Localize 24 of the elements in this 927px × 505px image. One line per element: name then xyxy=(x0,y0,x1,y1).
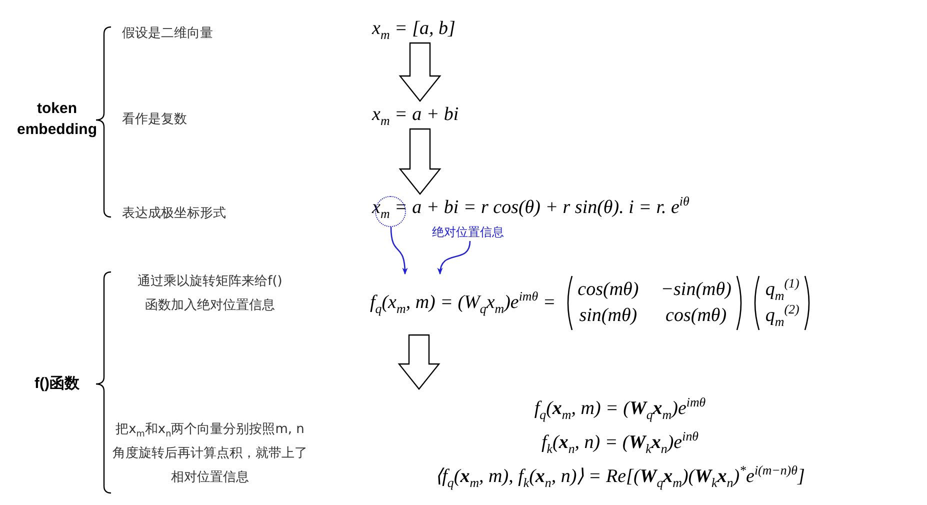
group-label: token embedding xyxy=(16,99,98,140)
arrow xyxy=(390,226,408,275)
matrix-entry: cos(mθ) xyxy=(578,278,639,302)
formula: f$_{k}$(x$_{n}$, n) = (W$_{k}$x$_{n}$)e$^{inθ}$ xyxy=(540,428,700,458)
arrow xyxy=(438,240,471,275)
formula: x$_{m}$ = a + bi = r cos(θ) + r sin(θ). i = r. e$^{iθ}$ xyxy=(372,197,690,219)
matrix-entry: sin(mθ) xyxy=(578,304,638,328)
matrix-entry: −sin(mθ) xyxy=(660,278,732,302)
annotation-text: 绝对位置信息 xyxy=(432,224,504,241)
description-text: 看作是复数 xyxy=(122,111,187,128)
formula: x$_{m}$ = [a, b] xyxy=(372,18,456,40)
block-arrow xyxy=(398,128,442,195)
description-text: 表达成极坐标形式 xyxy=(122,205,226,222)
group-label: f()函数 xyxy=(34,374,80,394)
description-text: 通过乘以旋转矩阵来给f()函数加入绝对位置信息 xyxy=(136,273,284,315)
matrix-entry: cos(mθ) xyxy=(664,304,728,328)
block-arrow xyxy=(398,42,442,102)
formula: x$_{m}$ = a + bi xyxy=(372,104,459,126)
formula: f$_{q}$(x$_{m}$, m) = (W$_{q}$x$_{m}$)e$^{imθ}$ xyxy=(533,394,707,424)
formula: ⟨f$_{q}$(x$_{m}$, m), f$_{k}$(x$_{n}$, n)⟩ = Re[(W$_{q}$x$_{m}$)(W$_{k}$x$_{n}$)$^{*}$e$^{i(m−n)θ}$] xyxy=(434,462,806,492)
block-arrow xyxy=(398,334,440,390)
description-text: 假设是二维向量 xyxy=(122,25,213,42)
formula: f$_{q}$(x$_{m}$, m) = (W$_{q}$x$_{m}$)e$^{imθ}$ = xyxy=(370,292,556,314)
description-text: 把x$_{m}$和x$_{n}$两个向量分别按照m, n角度旋转后再计算点积，就带上了相对位置信息 xyxy=(112,421,308,487)
